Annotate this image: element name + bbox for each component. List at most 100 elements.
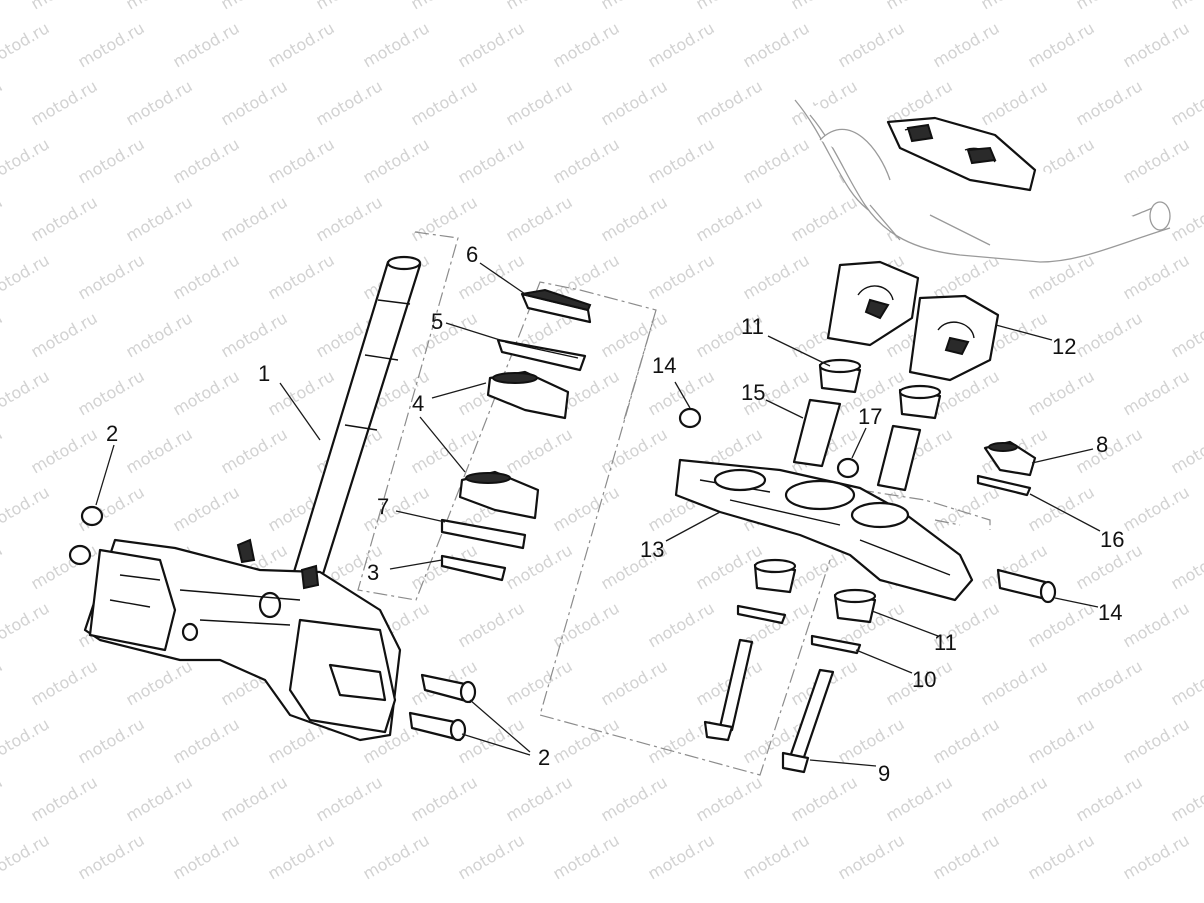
watermark-text: motod.ru	[28, 192, 101, 245]
watermark-text: motod.ru	[0, 830, 53, 883]
callout-9: 9	[878, 761, 890, 786]
watermark-text: motod.ru	[0, 482, 53, 535]
watermark-text: motod.ru	[360, 134, 433, 187]
watermark-text: motod.ru	[978, 0, 1051, 13]
watermark-text: motod.ru	[1073, 656, 1146, 709]
watermark-text: motod.ru	[598, 656, 671, 709]
watermark-text: motod.ru	[835, 830, 908, 883]
part-7-dust-seal	[440, 518, 527, 550]
watermark-text: motod.ru	[503, 0, 576, 13]
watermark-text: motod.ru	[740, 250, 813, 303]
watermark-text: motod.ru	[0, 598, 53, 651]
watermark-text: motod.ru	[693, 76, 766, 129]
assembly-guide-left	[357, 231, 581, 601]
watermark-text: motod.ru	[313, 76, 386, 129]
watermark-text: motod.ru	[645, 18, 718, 71]
watermark-text: motod.ru	[265, 18, 338, 71]
callout-16: 16	[1100, 527, 1124, 552]
watermark-text: motod.ru	[123, 772, 196, 825]
watermark-text: motod.ru	[1025, 598, 1098, 651]
watermark-text: motod.ru	[978, 772, 1051, 825]
watermark-text: motod.ru	[550, 830, 623, 883]
watermark-text: motod.ru	[1025, 714, 1098, 767]
watermark-text: motod.ru	[1168, 308, 1204, 361]
part-5-washer	[496, 338, 587, 372]
watermark-text: motod.ru	[170, 18, 243, 71]
part-14-bolt	[996, 568, 1057, 604]
watermark-text: motod.ru	[740, 18, 813, 71]
callout-12: 12	[1052, 334, 1076, 359]
watermark-text: motod.ru	[218, 0, 291, 13]
watermark-text: motod.ru	[1025, 366, 1098, 419]
part-9-bolts	[703, 638, 835, 774]
watermark-text: motod.ru	[1168, 76, 1204, 129]
part-16-washer	[976, 474, 1032, 497]
watermark-text: motod.ru	[0, 714, 53, 767]
watermark-text: motod.ru	[1025, 830, 1098, 883]
watermark-text: motod.ru	[978, 76, 1051, 129]
watermark-text: motod.ru	[170, 366, 243, 419]
watermark-text: motod.ru	[75, 830, 148, 883]
callout-11-upper: 11	[741, 314, 764, 339]
watermark-text: motod.ru	[0, 656, 6, 709]
callout-10: 10	[912, 667, 936, 692]
watermark-text: motod.ru	[28, 656, 101, 709]
watermark-text: motod.ru	[788, 0, 861, 13]
part-11-upper-bushings	[818, 358, 942, 420]
watermark-text: motod.ru	[598, 0, 671, 13]
watermark-text: motod.ru	[28, 0, 101, 13]
watermark-text: motod.ru	[0, 192, 6, 245]
watermark-text: motod.ru	[503, 656, 576, 709]
assembly-guide-right	[859, 489, 991, 530]
watermark-text: motod.ru	[408, 772, 481, 825]
watermark-text: motod.ru	[645, 250, 718, 303]
watermark-text: motod.ru	[0, 0, 6, 13]
callout-6: 6	[466, 242, 478, 267]
watermark-text: motod.ru	[503, 540, 576, 593]
leader-lines	[95, 262, 1101, 767]
watermark-text: motod.ru	[503, 772, 576, 825]
watermark-text: motod.ru	[1073, 76, 1146, 129]
watermark-text: motod.ru	[0, 18, 53, 71]
part-8-nut	[983, 440, 1037, 477]
watermark-text: motod.ru	[0, 540, 6, 593]
watermark-text: motod.ru	[693, 192, 766, 245]
watermark-text: motod.ru	[313, 0, 386, 13]
watermark-text: motod.ru	[788, 192, 861, 245]
watermark-text: motod.ru	[645, 830, 718, 883]
watermark-text: motod.ru	[123, 0, 196, 13]
part-11-lower-bushings	[753, 558, 877, 624]
watermark-text: motod.ru	[28, 540, 101, 593]
watermark-text: motod.ru	[788, 772, 861, 825]
part-10-washers	[736, 604, 862, 655]
watermark-text: motod.ru	[0, 308, 6, 361]
part-15-spacers	[792, 398, 922, 492]
watermark-text: motod.ru	[360, 830, 433, 883]
watermark-text: motod.ru	[0, 424, 6, 477]
watermark-text: motod.ru	[265, 830, 338, 883]
part-4-upper-bearing	[486, 370, 570, 420]
callout-7: 7	[377, 494, 389, 519]
watermark-text: motod.ru	[28, 424, 101, 477]
watermark-text: motod.ru	[360, 18, 433, 71]
watermark-text: motod.ru	[218, 192, 291, 245]
watermark-text: motod.ru	[170, 250, 243, 303]
watermark-text: motod.ru	[883, 772, 956, 825]
handlebar-ghost	[794, 99, 1171, 263]
watermark-text: motod.ru	[930, 714, 1003, 767]
watermark-text: motod.ru	[75, 366, 148, 419]
callout-2-plugs: 2	[106, 421, 118, 446]
watermark-text: motod.ru	[1120, 134, 1193, 187]
watermark-text: motod.ru	[693, 772, 766, 825]
callout-14-bolt: 14	[1098, 600, 1122, 625]
watermark-text: motod.ru	[170, 134, 243, 187]
watermark-text: motod.ru	[930, 18, 1003, 71]
watermark-text: motod.ru	[835, 18, 908, 71]
watermark-text: motod.ru	[123, 192, 196, 245]
watermark-text: motod.ru	[218, 76, 291, 129]
part-2-plugs	[68, 505, 104, 566]
watermark-text: motod.ru	[1168, 540, 1204, 593]
watermark-text: motod.ru	[978, 656, 1051, 709]
lower-triple-clamp-stem	[83, 255, 422, 742]
